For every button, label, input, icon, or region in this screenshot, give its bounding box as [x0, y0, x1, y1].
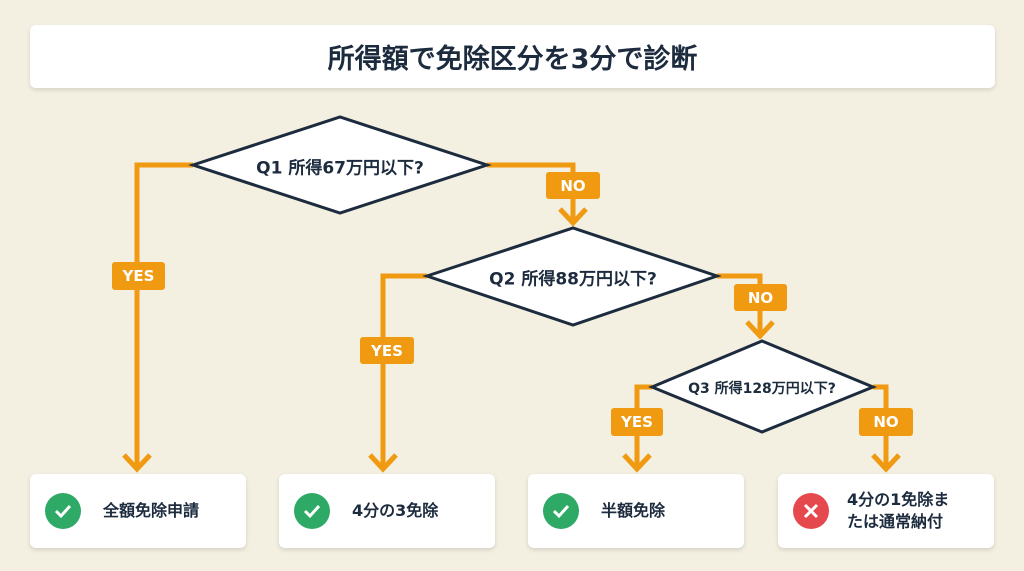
no-label-q3: NO: [859, 408, 913, 436]
q2-yes-line: [380, 273, 427, 468]
question-q1: Q1 所得67万円以下?: [256, 158, 424, 179]
q1-yes-line: [134, 162, 193, 468]
yes-label-q2: YES: [360, 337, 414, 364]
result-text: 半額免除: [601, 501, 666, 520]
yes-label-q1: YES: [112, 262, 165, 290]
q1-no-line: [487, 162, 576, 222]
arrowhead-5: [622, 453, 652, 473]
q3-no-line: [873, 384, 889, 468]
yes-label-q3: YES: [611, 408, 663, 436]
result-full-exemption: 全額免除申請: [30, 474, 246, 548]
arrowhead-3: [368, 453, 398, 473]
result-quarter-or-normal: 4分の1免除または通常納付: [778, 474, 994, 548]
title-card: 所得額で免除区分を3分で診断: [30, 25, 995, 88]
arrowhead-6: [871, 453, 901, 473]
question-q3: Q3 所得128万円以下?: [688, 381, 836, 397]
x-icon: [793, 493, 829, 529]
page-title: 所得額で免除区分を3分で診断: [327, 44, 698, 75]
check-icon: [45, 493, 81, 529]
result-text: 全額免除申請: [103, 501, 200, 520]
q2-no-line: [717, 273, 763, 335]
result-text-line1: 4分の1免除ま: [847, 490, 950, 509]
no-label-q1: NO: [546, 172, 600, 199]
result-text-line2: たは通常納付: [847, 512, 944, 531]
arrowhead-4: [745, 320, 775, 340]
check-icon: [543, 493, 579, 529]
question-q2: Q2 所得88万円以下?: [489, 269, 657, 290]
arrowhead-1: [122, 453, 152, 473]
arrowhead-2: [558, 207, 588, 227]
decision-diamond-q2: [422, 226, 722, 327]
q3-yes-line: [634, 384, 652, 468]
decision-diamond-q3: [648, 339, 877, 434]
result-half-exemption: 半額免除: [528, 474, 744, 548]
decision-diamond-q1: [188, 115, 492, 215]
no-label-q2: NO: [734, 284, 787, 311]
result-three-quarter-exemption: 4分の3免除: [279, 474, 495, 548]
check-icon: [294, 493, 330, 529]
result-text: 4分の1免除または通常納付: [847, 489, 949, 533]
result-text: 4分の3免除: [352, 501, 439, 520]
